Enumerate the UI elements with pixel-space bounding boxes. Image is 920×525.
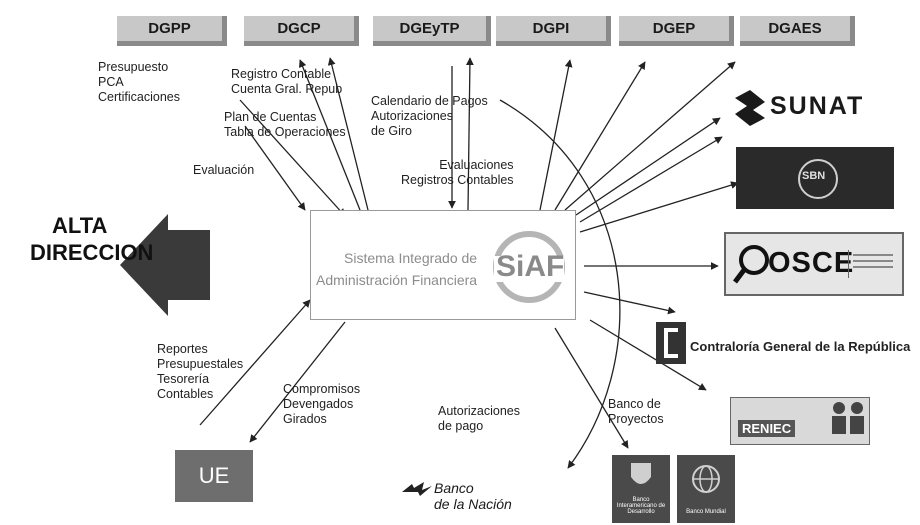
arrow-to-dgcp-b [327, 57, 369, 211]
sbn-label: SBN [802, 170, 826, 182]
banco-nacion-label: Banco de la Nación [434, 480, 512, 512]
alta-arrow-shape [120, 214, 210, 316]
label-evaluacion: Evaluación [193, 163, 255, 177]
siaf-title-line1: Sistema Integrado de [344, 250, 478, 266]
sunat-label: SUNAT [770, 92, 865, 120]
arrow-to-dgep [554, 61, 646, 211]
arrow-to-dgaes [564, 61, 736, 211]
osce-logo-box [724, 232, 904, 296]
arrow-to-banco-proyectos [554, 327, 629, 449]
arrow-to-sunat [575, 117, 721, 216]
ue-box: UE [175, 450, 253, 502]
tab-dgaes[interactable]: DGAES [740, 16, 855, 46]
siaf-title-line2: Administración Financiera [316, 272, 478, 288]
arrow-to-ue [249, 321, 346, 443]
arrow-presupuesto [239, 99, 346, 217]
bid-caption: Banco Interamericano de Desarrollo [616, 497, 666, 515]
banco-nacion-logo-icon [402, 482, 432, 496]
osce-fine-print [848, 250, 897, 278]
magnifier-icon [733, 245, 769, 284]
shield-icon [631, 463, 651, 484]
tab-dgpi[interactable]: DGPI [496, 16, 611, 46]
arrow-to-sunat-b [579, 136, 723, 223]
arrow-from-reportes [199, 299, 311, 426]
siaf-logo-icon [493, 231, 565, 303]
contraloria-logo-icon [656, 322, 686, 364]
tab-dgpp[interactable]: DGPP [117, 16, 227, 46]
tab-dgeytp[interactable]: DGEyTP [373, 16, 491, 46]
arrow-to-sbn [579, 181, 739, 233]
arrow-to-dgpi [539, 59, 573, 211]
arrow-to-dgeytp-up [466, 57, 474, 211]
arrow-to-reniec [589, 319, 707, 391]
tab-dgep[interactable]: DGEP [619, 16, 734, 46]
banco-mundial-logo-box: Banco Mundial [677, 455, 735, 523]
arrow-to-dgcp-a [298, 59, 361, 211]
globe-icon [692, 465, 720, 493]
arrow-curve-banco-nacion [499, 99, 621, 469]
arrow-to-cgr [583, 291, 676, 315]
people-icon [832, 402, 864, 434]
bid-logo-box: Banco Interamericano de Desarrollo [612, 455, 670, 523]
sunat-logo-icon [735, 90, 765, 126]
osce-label: OSCE [768, 247, 855, 279]
siaf-logo-text: SiAF [496, 250, 565, 283]
sbn-logo-box: SBN [736, 147, 894, 209]
tab-dgcp[interactable]: DGCP [244, 16, 359, 46]
contraloria-label: Contraloría General de la República [690, 339, 911, 354]
alta-direccion-label: ALTA DIRECCION [30, 213, 154, 265]
arrow-plan [244, 125, 306, 211]
reniec-label: RENIEC [738, 420, 796, 437]
banco-mundial-caption: Banco Mundial [686, 509, 726, 515]
